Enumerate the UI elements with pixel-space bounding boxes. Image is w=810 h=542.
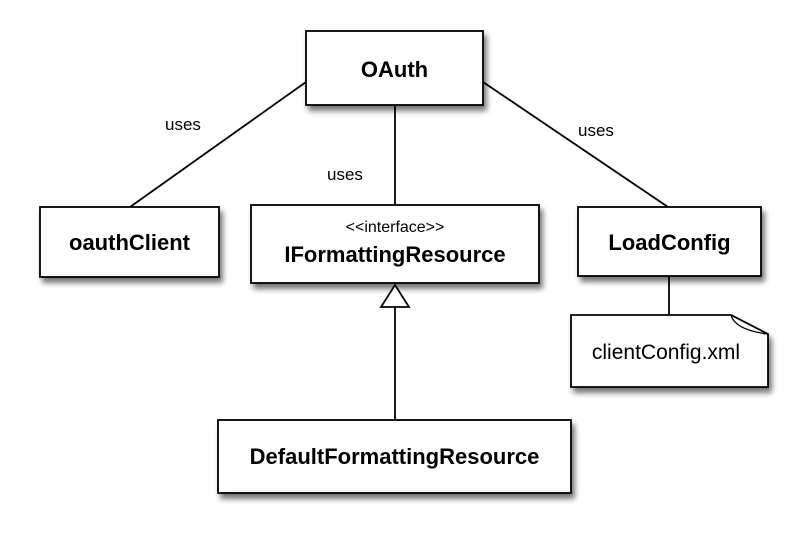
uses-label-loadconfig: uses: [578, 121, 614, 140]
class-oauth[interactable]: OAuth: [305, 30, 484, 106]
class-oauth-client-name: oauthClient: [69, 230, 191, 255]
uses-edge-oauth-loadconfig: [482, 81, 669, 208]
file-client-config[interactable]: clientConfig.xml: [570, 314, 769, 388]
interface-iformatting-resource-name: IFormattingResource: [284, 242, 505, 267]
document-icon: [570, 314, 769, 388]
class-default-formatting-resource[interactable]: DefaultFormattingResource: [217, 419, 572, 494]
realization-arrowhead-icon: [379, 283, 411, 308]
class-load-config-name: LoadConfig: [608, 230, 730, 255]
uses-edge-oauth-client: [129, 81, 307, 208]
interface-stereotype: <<interface>>: [346, 219, 445, 236]
class-oauth-name: OAuth: [361, 57, 428, 82]
class-oauth-client[interactable]: oauthClient: [39, 206, 220, 278]
interface-iformatting-resource[interactable]: <<interface>> IFormattingResource: [250, 204, 540, 284]
class-default-formatting-resource-name: DefaultFormattingResource: [250, 444, 540, 469]
uses-label-iformatting: uses: [327, 165, 363, 184]
class-load-config[interactable]: LoadConfig: [577, 206, 762, 277]
file-client-config-name: clientConfig.xml: [592, 341, 740, 364]
uses-label-client: uses: [165, 115, 201, 134]
